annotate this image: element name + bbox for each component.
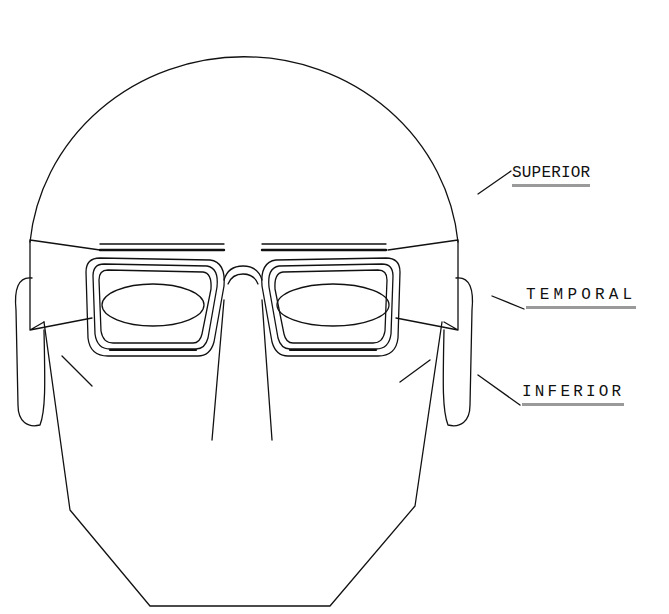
eye-left — [102, 284, 204, 326]
nose-bridge — [224, 266, 262, 284]
lens-frame-left — [86, 258, 224, 356]
head-outline — [30, 57, 458, 242]
region-label: INFERIOR — [522, 383, 624, 406]
lens-frame-right-inner2 — [275, 270, 387, 343]
goggle-strap-left — [30, 240, 100, 330]
lens-frame-left-inner2 — [99, 270, 211, 343]
frame-top-thin — [100, 243, 386, 244]
face-outline — [44, 322, 442, 606]
region-label: TEMPORAL — [526, 286, 636, 309]
cheek-lines — [62, 356, 430, 386]
lens-frame-left-inner — [93, 264, 217, 349]
region-label: SUPERIOR — [512, 164, 590, 187]
leader-line — [492, 296, 524, 309]
eye-right — [277, 284, 389, 326]
leader-line — [478, 375, 520, 405]
lens-frame-right-inner — [269, 264, 393, 349]
frame-top — [100, 249, 386, 251]
lens-frame-right — [262, 258, 400, 356]
nose-lines — [212, 300, 272, 440]
leader-line — [478, 171, 511, 194]
frame-bottom — [110, 349, 376, 351]
